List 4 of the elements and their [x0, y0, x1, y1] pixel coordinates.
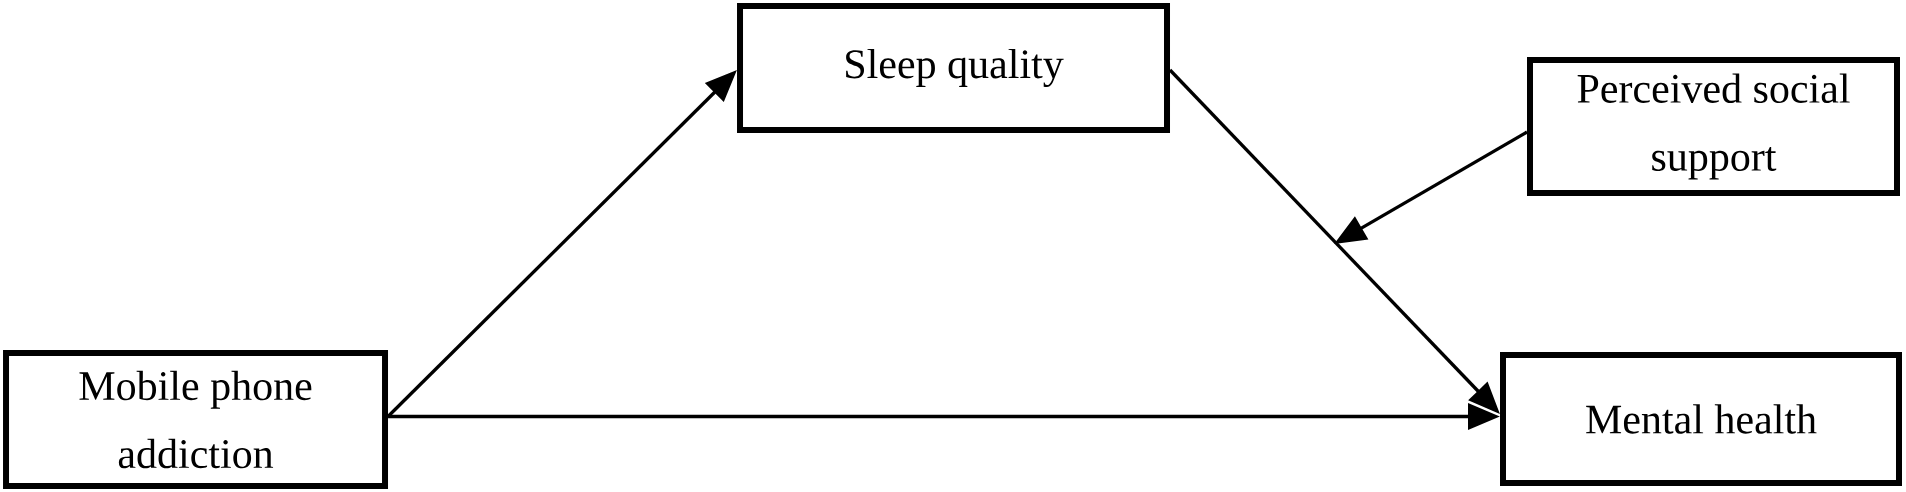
- variable-box: Mobile phone addiction: [3, 350, 388, 489]
- variable-box: Mental health: [1500, 352, 1902, 486]
- variable-box: Perceived social support: [1527, 57, 1900, 196]
- variable-box: Sleep quality: [737, 3, 1170, 133]
